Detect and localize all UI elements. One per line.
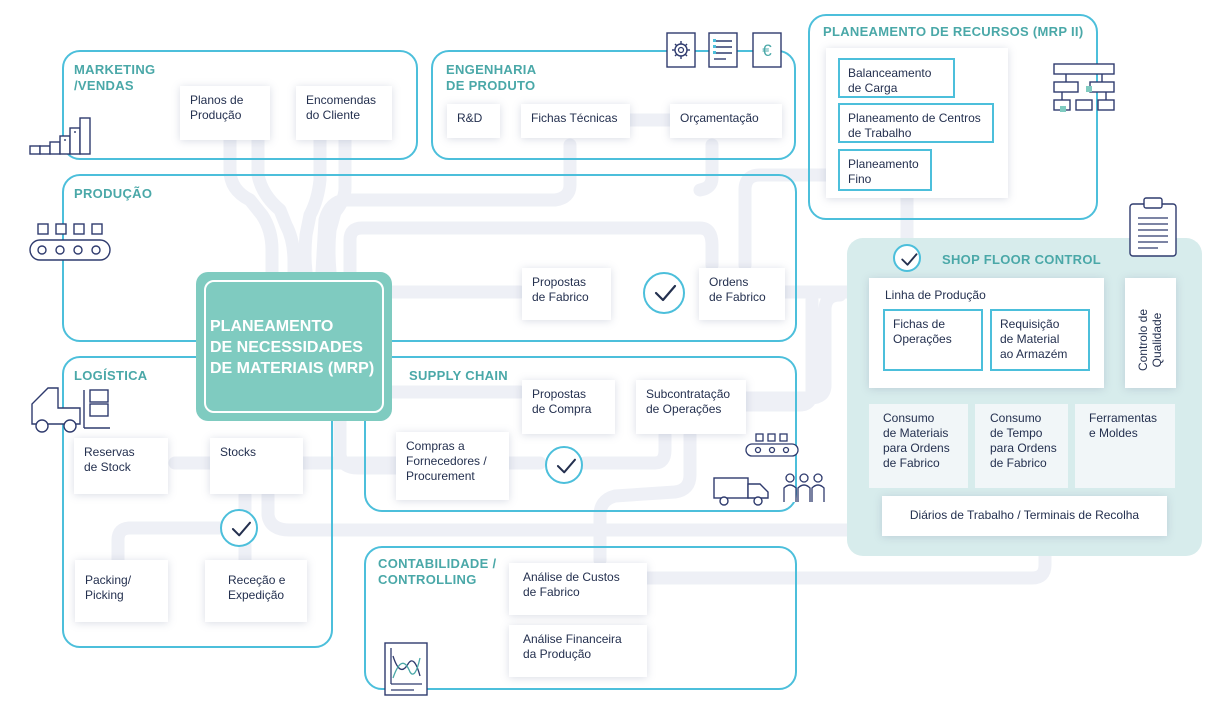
section-engenharia [431, 50, 796, 160]
check-icon-supply-chain [545, 446, 583, 484]
check-icon-shop-floor [893, 244, 921, 272]
forklift-icon [31, 387, 110, 433]
mrp-center-label: PLANEAMENTO DE NECESSIDADES DE MATERIAIS… [210, 318, 375, 377]
box-reservas-stock[interactable]: Reservas de Stock [74, 438, 168, 494]
section-supply-chain [364, 356, 797, 512]
mrp-center[interactable]: PLANEAMENTO DE NECESSIDADES DE MATERIAIS… [196, 272, 392, 421]
mrp-center-frame [204, 280, 384, 413]
section-producao [62, 174, 797, 342]
box-subcontratacao[interactable]: Subcontratação de Operações [636, 380, 746, 434]
box-rd[interactable]: R&D [447, 104, 500, 138]
box-diarios-trabalho[interactable]: Diários de Trabalho / Terminais de Recol… [882, 496, 1167, 536]
section-contabilidade [364, 546, 797, 690]
box-analise-financeira[interactable]: Análise Financeira da Produção [509, 625, 647, 677]
box-rececao-expedicao[interactable]: Receção e Expedição [205, 560, 307, 622]
line-chart-icon [384, 642, 428, 696]
box-planos-producao[interactable]: Planos de Produção [180, 86, 270, 140]
box-propostas-fabrico[interactable]: Propostas de Fabrico [522, 268, 611, 320]
conveyor-icon [745, 433, 799, 457]
box-stocks[interactable]: Stocks [210, 438, 303, 494]
box-fichas-tecnicas[interactable]: Fichas Técnicas [521, 104, 630, 138]
box-encomendas-cliente[interactable]: Encomendas do Cliente [296, 86, 392, 140]
section-title-shop-floor: SHOP FLOOR CONTROL [942, 252, 1101, 267]
box-planeamento-centros[interactable]: Planeamento de Centros de Trabalho [838, 103, 994, 143]
section-title-producao: PRODUÇÃO [74, 186, 153, 201]
clipboard-icon [1129, 197, 1177, 257]
svg-text:€: € [762, 41, 772, 60]
bar-chart-icon [29, 117, 91, 155]
box-consumo-materiais[interactable]: Consumo de Materiais para Ordens de Fabr… [869, 404, 968, 488]
check-icon-logistica [220, 509, 258, 547]
euro-icon: € [752, 32, 782, 68]
gear-icon [666, 32, 696, 68]
box-packing-picking[interactable]: Packing/ Picking [75, 560, 168, 622]
conveyor-belt-icon [29, 223, 111, 261]
people-icon [783, 473, 825, 502]
document-icon [708, 32, 738, 68]
check-icon-producao [643, 272, 685, 314]
section-title-supply-chain: SUPPLY CHAIN [409, 368, 508, 383]
section-title-engenharia: ENGENHARIA DE PRODUTO [446, 62, 537, 93]
section-title-marketing: MARKETING /VENDAS [74, 62, 156, 93]
box-ferramentas-moldes[interactable]: Ferramentas e Moldes [1075, 404, 1175, 488]
truck-icon [713, 477, 769, 506]
box-ordens-fabrico[interactable]: Ordens de Fabrico [699, 268, 785, 320]
box-orcamentacao[interactable]: Orçamentação [670, 104, 782, 138]
section-marketing [62, 50, 418, 160]
label-linha-producao: Linha de Produção [885, 288, 986, 302]
box-balanceamento-carga[interactable]: Balanceamento de Carga [838, 58, 955, 98]
label-controlo-qualidade: Controlo de Qualidade [1136, 308, 1164, 372]
box-controlo-qualidade[interactable] [1125, 278, 1176, 388]
box-fichas-operacoes[interactable]: Fichas de Operações [883, 309, 983, 371]
box-compras-fornecedores[interactable]: Compras a Fornecedores / Procurement [396, 432, 509, 500]
box-analise-custos[interactable]: Análise de Custos de Fabrico [509, 563, 647, 615]
box-requisicao-material[interactable]: Requisição de Material ao Armazém [990, 309, 1090, 371]
box-propostas-compra[interactable]: Propostas de Compra [522, 380, 615, 434]
box-planeamento-fino[interactable]: Planeamento Fino [838, 149, 932, 191]
box-consumo-tempo[interactable]: Consumo de Tempo para Ordens de Fabrico [975, 404, 1068, 488]
section-title-logistica: LOGÍSTICA [74, 368, 148, 383]
section-recursos [808, 14, 1098, 220]
section-title-contabilidade: CONTABILIDADE / CONTROLLING [378, 556, 497, 587]
section-title-recursos: PLANEAMENTO DE RECURSOS (MRP II) [823, 24, 1084, 39]
org-chart-icon [1053, 63, 1115, 112]
